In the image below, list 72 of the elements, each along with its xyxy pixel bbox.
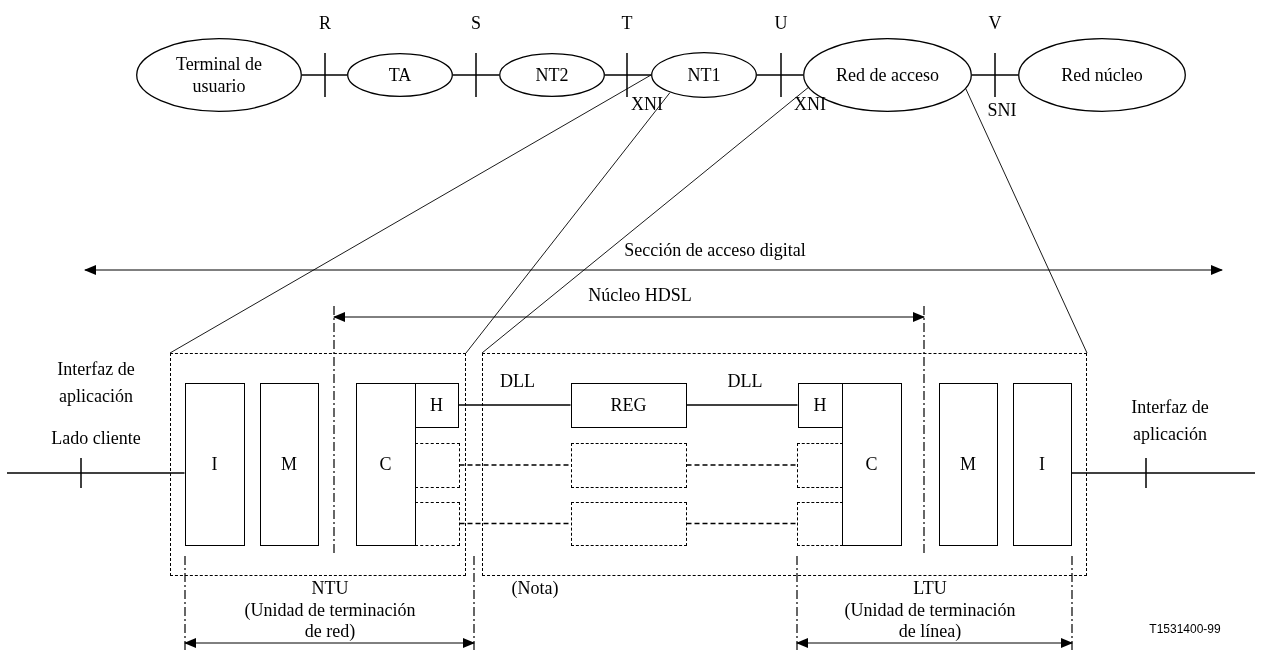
block-label: I xyxy=(211,453,218,475)
function-block xyxy=(259,382,319,546)
connector-line xyxy=(756,74,804,76)
connector-line xyxy=(6,472,186,474)
block-label: M xyxy=(960,453,976,475)
network-ellipse xyxy=(1018,38,1186,112)
text-label: Núcleo HDSL xyxy=(587,285,693,306)
dashed-block xyxy=(414,501,460,546)
text-label: (Unidad de terminación de línea) xyxy=(843,600,1017,642)
block-label: H xyxy=(430,394,443,416)
leader-line xyxy=(169,74,652,354)
text-label: S xyxy=(470,13,482,34)
text-label: (Nota) xyxy=(510,578,560,599)
text-label: (Unidad de terminación de red) xyxy=(243,600,417,642)
connector-line xyxy=(301,74,348,76)
text-label: SNI xyxy=(986,100,1018,121)
function-block xyxy=(570,382,687,428)
block-label: C xyxy=(865,453,878,475)
connector-line xyxy=(604,74,652,76)
leader-line xyxy=(481,87,809,354)
text-label: T xyxy=(620,13,634,34)
network-ellipse xyxy=(347,53,453,97)
connector-line xyxy=(1070,472,1256,474)
node-label: Red núcleo xyxy=(1061,64,1143,86)
block-label: H xyxy=(813,394,827,416)
text-label: U xyxy=(773,13,789,34)
function-block xyxy=(1012,382,1072,546)
function-block xyxy=(797,382,843,428)
function-block xyxy=(841,382,902,546)
connector-line xyxy=(685,464,798,466)
connector-line xyxy=(458,522,572,525)
node-label: TA xyxy=(388,64,412,86)
node-label: NT2 xyxy=(535,64,569,86)
text-label: Sección de acceso digital xyxy=(623,240,807,261)
block-label: REG xyxy=(610,394,647,416)
leader-line xyxy=(465,92,671,354)
network-ellipse xyxy=(136,38,302,112)
text-label: Interfaz de aplicación xyxy=(1130,396,1210,446)
connector-line xyxy=(971,74,1019,76)
dashed-enclosure xyxy=(170,353,466,576)
leader-line xyxy=(965,88,1088,354)
function-block xyxy=(414,382,459,428)
text-label: Lado cliente xyxy=(50,428,142,449)
node-label: Red de acceso xyxy=(836,64,939,86)
dashed-block xyxy=(414,442,460,488)
dashed-block xyxy=(570,442,687,488)
text-label: V xyxy=(987,13,1003,34)
connector-line xyxy=(685,522,798,525)
figure-number: T1531400-99 xyxy=(1148,621,1222,638)
text-label: Interfaz de aplicación xyxy=(56,358,136,408)
text-label: NTU xyxy=(310,578,350,599)
function-block xyxy=(184,382,245,546)
function-block xyxy=(938,382,998,546)
text-label: XNI xyxy=(630,94,664,115)
network-ellipse xyxy=(499,53,605,97)
network-ellipse xyxy=(651,52,757,98)
dashed-block xyxy=(796,442,843,488)
connector-line xyxy=(452,74,500,76)
function-block xyxy=(355,382,416,546)
dashed-block xyxy=(796,501,843,546)
connector-line xyxy=(685,404,799,406)
block-label: I xyxy=(1039,453,1045,475)
block-label: M xyxy=(281,453,297,475)
text-label: XNI xyxy=(793,94,827,115)
connector-line xyxy=(458,464,572,466)
connector-line xyxy=(457,404,572,406)
dashed-block xyxy=(570,501,687,546)
text-label: R xyxy=(318,13,332,34)
node-label: Terminal de usuario xyxy=(174,53,264,97)
block-label: C xyxy=(379,453,392,475)
node-label: NT1 xyxy=(687,64,721,86)
text-label: LTU xyxy=(912,578,948,599)
